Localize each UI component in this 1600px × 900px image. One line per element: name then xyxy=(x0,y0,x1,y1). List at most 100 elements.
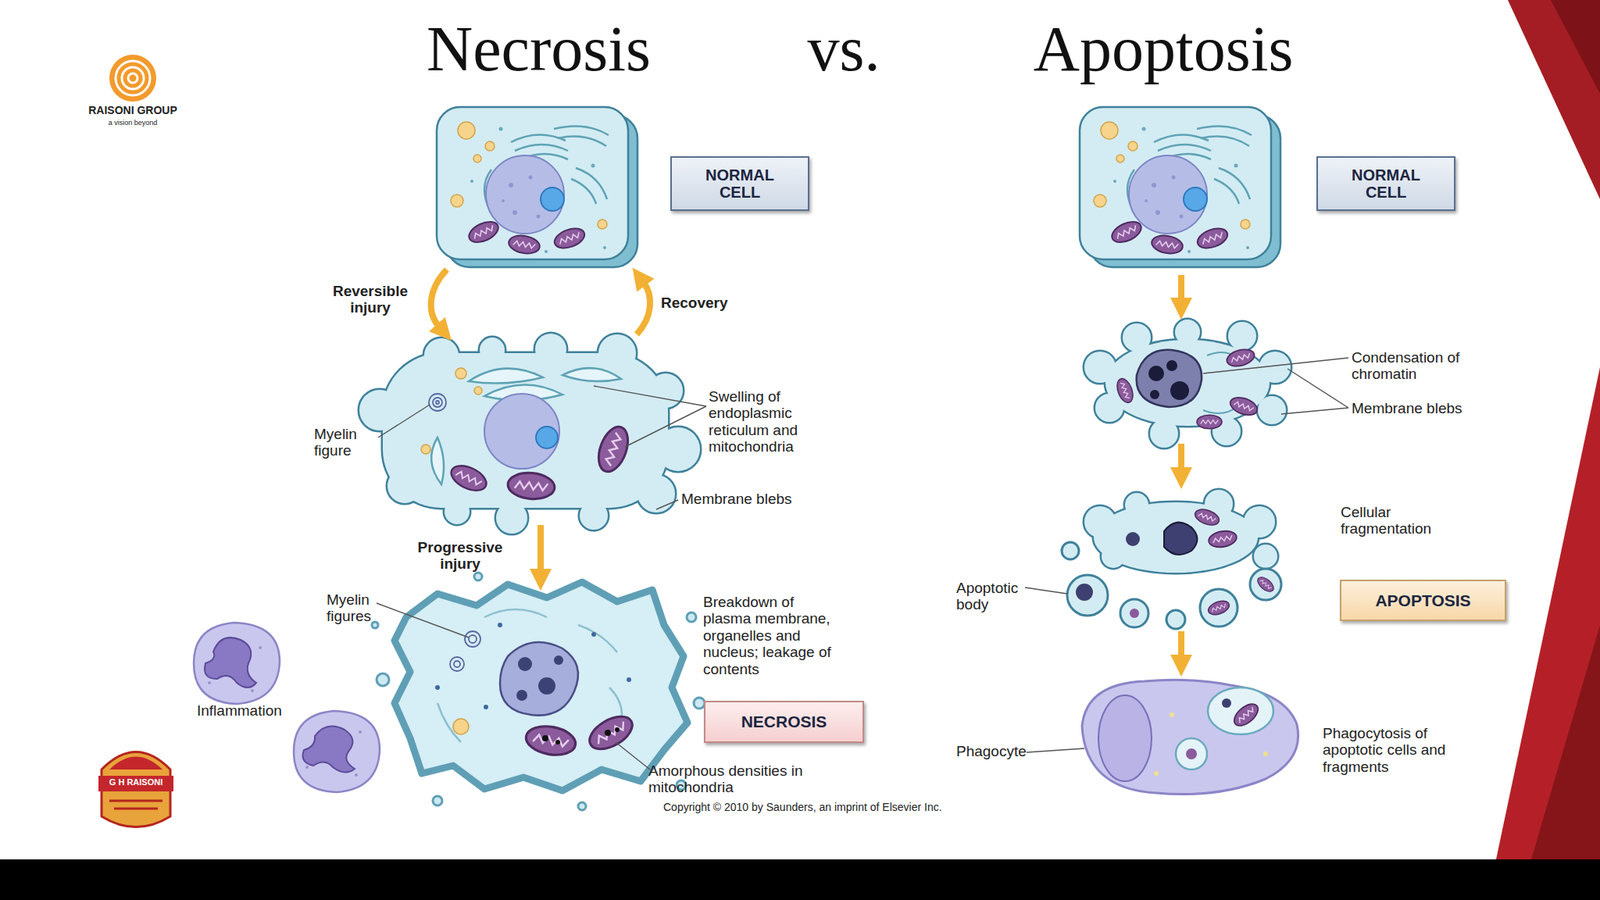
group-logo xyxy=(109,54,157,102)
necrotic-cell xyxy=(626,677,632,683)
university-badge xyxy=(109,800,163,809)
leader-line xyxy=(378,404,430,438)
leader-line xyxy=(656,500,679,510)
apoptotic-cell xyxy=(1225,346,1257,369)
fragmenting-cell xyxy=(1164,522,1198,555)
process-arrow xyxy=(431,269,1182,658)
necrotic-cell xyxy=(584,710,638,757)
inflammatory-cell xyxy=(204,637,257,688)
callout-label: Myelin figure xyxy=(314,425,377,460)
necrotic-cell xyxy=(523,722,578,759)
box-label: NORMAL CELL xyxy=(699,166,781,201)
phagocyte-cell xyxy=(1153,771,1159,776)
inflammatory-cell xyxy=(303,726,356,773)
process-arrow xyxy=(537,525,544,572)
badge-text: G H RAISONI xyxy=(96,777,175,787)
necrotic-cell xyxy=(453,660,461,668)
leader-line xyxy=(376,357,1349,770)
logo-text: RAISONI GROUP xyxy=(78,104,188,118)
process-arrow xyxy=(1178,275,1185,301)
phagocyte-cell xyxy=(1207,687,1274,735)
apoptotic-cell xyxy=(1084,319,1291,448)
leader-line xyxy=(1281,407,1349,415)
callout-label: Membrane blebs xyxy=(1351,400,1524,417)
phagocyte-cell xyxy=(1098,695,1152,782)
apoptotic-cell xyxy=(1136,350,1202,408)
necrotic-cell xyxy=(371,621,379,629)
necrotic-cell xyxy=(468,635,477,643)
fragmenting-cell xyxy=(1061,489,1282,629)
phagocyte-cell xyxy=(1221,698,1232,708)
stage-tag: NORMAL CELL xyxy=(1316,156,1456,211)
apoptotic-cell xyxy=(1084,319,1291,448)
leader-line xyxy=(1203,357,1349,374)
callout-label: Amorphous densities in mitochondria xyxy=(648,762,805,797)
fragmenting-cell xyxy=(1192,506,1222,528)
callout-label: Condensation of chromatin xyxy=(1351,349,1461,383)
callout-label: Membrane blebs xyxy=(681,490,854,508)
inflammatory-cell xyxy=(305,730,362,777)
necrotic-cell xyxy=(693,697,705,709)
inflammatory-cell xyxy=(358,730,362,734)
apoptotic-cell xyxy=(1084,319,1291,448)
swollen-cell xyxy=(431,437,444,485)
swollen-cell xyxy=(474,386,483,395)
swollen-cell xyxy=(562,367,622,382)
apoptotic-cell xyxy=(1148,365,1165,382)
inflammatory-cell xyxy=(258,646,262,650)
necrotic-cell xyxy=(517,657,533,672)
necrotic-cell xyxy=(500,642,579,716)
phagocyte-cell xyxy=(1153,712,1268,776)
swollen-cell xyxy=(428,393,447,411)
necrotic-cell xyxy=(464,631,481,647)
group-logo xyxy=(121,67,144,90)
group-logo xyxy=(115,60,150,96)
inflammatory-cell xyxy=(207,646,262,693)
phagocyte-cell xyxy=(1263,751,1268,757)
slide-decoration xyxy=(1550,0,1600,94)
swollen-cell xyxy=(432,397,443,408)
necrotic-cell xyxy=(604,729,611,736)
phagocyte-cell xyxy=(1175,738,1208,770)
necrotic-cell xyxy=(453,718,469,735)
arrow-label: Progressive injury xyxy=(405,539,515,573)
swollen-cell xyxy=(435,400,440,404)
necrotic-cell xyxy=(553,655,564,665)
leader-line xyxy=(376,603,469,638)
swollen-cell xyxy=(359,333,700,534)
necrotic-cell xyxy=(497,622,503,628)
outcome-tag: NECROSIS xyxy=(703,700,865,743)
apoptotic-cell xyxy=(1228,394,1261,419)
fragmenting-cell xyxy=(1207,528,1239,550)
callout-label: Inflammation xyxy=(196,702,315,719)
callout-label: Breakdown of plasma membrane, organelles… xyxy=(703,593,838,678)
leader-line xyxy=(593,385,707,407)
necrotic-cell xyxy=(450,657,465,672)
stage-tag: NORMAL CELL xyxy=(670,156,810,211)
inflammatory-cell xyxy=(193,622,280,704)
slide-decoration xyxy=(0,859,1600,900)
phagocyte-cell xyxy=(1082,679,1299,794)
necrotic-cell xyxy=(474,572,483,581)
fragmenting-cell xyxy=(1200,589,1238,627)
callout-label: Phagocyte xyxy=(956,742,1050,760)
fragmenting-cell xyxy=(1084,489,1278,573)
swollen-cell xyxy=(455,367,467,379)
apoptotic-cell xyxy=(1170,381,1190,400)
necrotic-cell xyxy=(542,727,620,745)
swollen-cell xyxy=(359,333,700,534)
necrotic-cell xyxy=(435,685,440,690)
swollen-cell xyxy=(447,460,491,496)
inflammatory-cell xyxy=(293,710,380,793)
necrotic-cell xyxy=(542,735,549,742)
group-logo xyxy=(109,54,157,102)
necrotic-cell xyxy=(437,609,622,743)
normal-cell xyxy=(436,107,638,268)
phagocyte-cell xyxy=(1185,748,1197,760)
inflammatory-cell xyxy=(193,622,380,793)
apoptotic-cell xyxy=(1114,376,1136,405)
fragmenting-cell xyxy=(1125,532,1140,547)
apoptotic-cell xyxy=(1196,414,1222,429)
group-logo xyxy=(115,60,150,96)
